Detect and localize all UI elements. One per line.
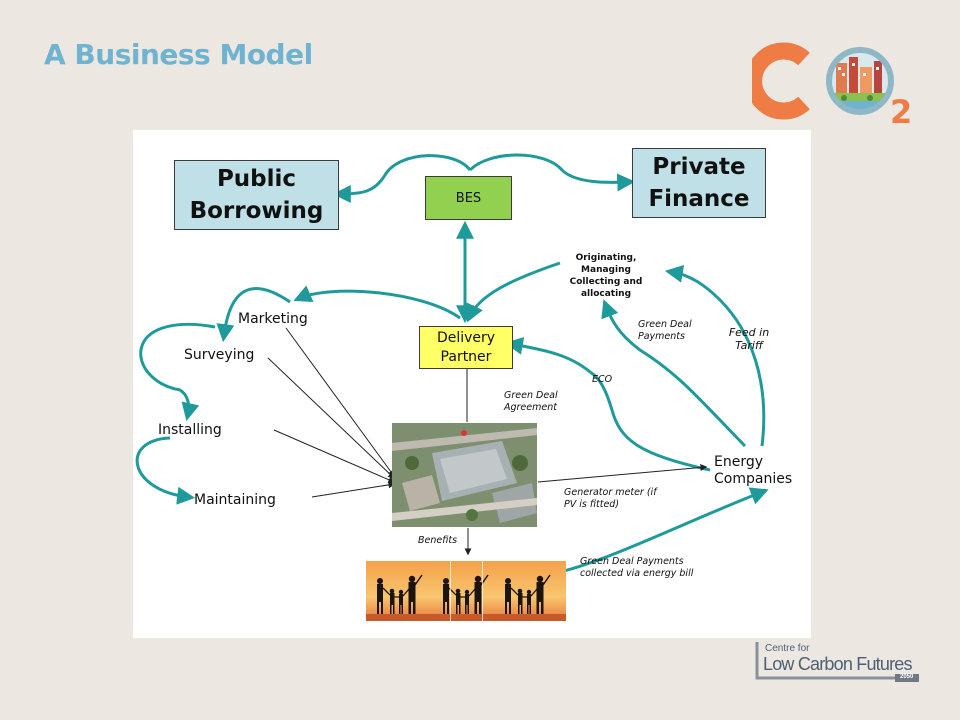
feed-in-tariff-note: Feed in Tariff xyxy=(728,326,770,352)
public-borrowing-box: Public Borrowing xyxy=(174,160,339,230)
clcf-line1: Centre for xyxy=(765,643,810,654)
arrow-feed-in-tariff xyxy=(664,264,766,447)
arrow-dp-to-marketing xyxy=(293,285,461,320)
eco-note: ECO xyxy=(592,374,613,385)
maintaining-label: Maintaining xyxy=(194,492,276,508)
line-surveying-to-house xyxy=(267,357,396,479)
arrow-marketing-to-surveying xyxy=(216,287,291,343)
surveying-label: Surveying xyxy=(184,347,255,363)
line-house-to-energy xyxy=(537,464,708,483)
delivery-partner-box: Delivery Partner xyxy=(419,326,513,369)
family-silhouettes-image xyxy=(366,561,566,621)
co2-logo: 2 xyxy=(752,37,922,129)
clcf-badge: 2050 xyxy=(900,674,914,680)
green-deal-payments-note: Green Deal Payments xyxy=(638,319,692,342)
arrow-energy-to-originating-gdp xyxy=(601,299,747,448)
co2-logo-graphic: 2 xyxy=(752,42,912,129)
arrow-installing-to-maintaining xyxy=(135,436,196,505)
green-deal-bill-note: Green Deal Payments collected via energy… xyxy=(580,556,694,579)
arrow-originating-to-dp xyxy=(466,261,561,323)
arrow-families-to-energy xyxy=(559,487,769,574)
clcf-frame-graphic xyxy=(755,642,919,682)
line-installing-to-house xyxy=(273,429,396,483)
bes-box: BES xyxy=(425,176,512,220)
marketing-label: Marketing xyxy=(238,311,308,327)
centre-low-carbon-futures-logo: Centre for Low Carbon Futures 2050 xyxy=(755,640,925,685)
arrow-eco-to-dp xyxy=(504,337,591,374)
arrow-bes-to-private xyxy=(468,153,636,192)
arrow-energy-eco xyxy=(589,370,711,472)
green-deal-agreement-note: Green Deal Agreement xyxy=(504,390,558,413)
private-finance-box: Private Finance xyxy=(632,148,766,218)
generator-meter-note: Generator meter (if PV is fitted) xyxy=(564,487,657,510)
slide-title: A Business Model xyxy=(44,38,313,71)
arrow-surveying-to-installing xyxy=(139,322,216,422)
clcf-line2: Low Carbon Futures xyxy=(763,654,912,674)
originating-label: Originating, Managing Collecting and all… xyxy=(569,253,643,299)
energy-companies-label: Energy Companies xyxy=(714,454,793,487)
line-maintaining-to-house xyxy=(311,481,396,498)
arrow-bes-to-public xyxy=(332,154,472,203)
benefits-note: Benefits xyxy=(418,535,458,546)
co2-subscript: 2 xyxy=(890,93,912,129)
installing-label: Installing xyxy=(158,422,222,438)
aerial-housing-photo xyxy=(392,423,537,527)
line-marketing-to-house xyxy=(285,327,395,478)
